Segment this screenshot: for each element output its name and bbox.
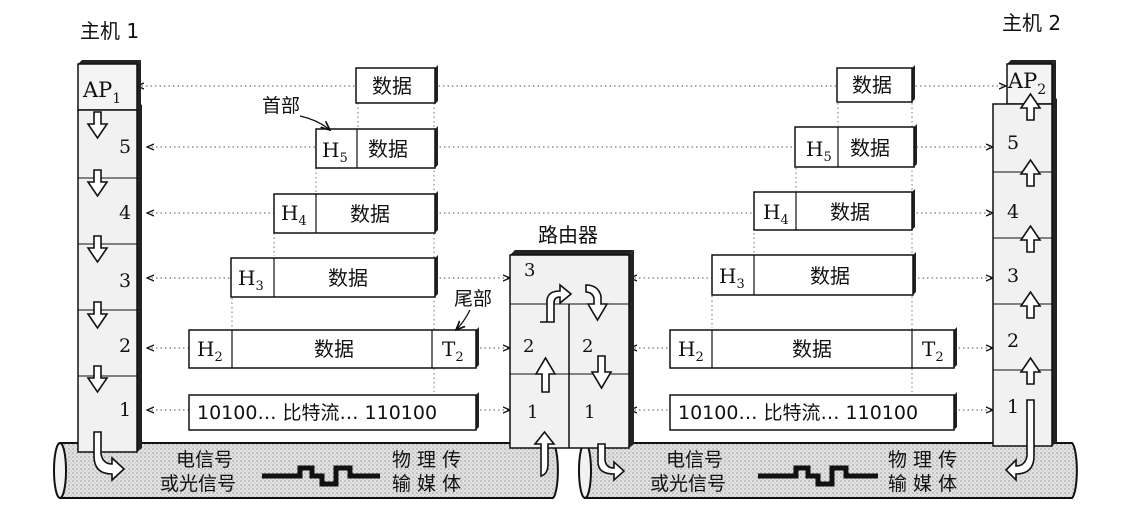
pdu-right-layer2 xyxy=(669,327,957,369)
pdu-left-layer5 xyxy=(315,126,438,169)
signal-label-right-line2: 或光信号 xyxy=(650,473,726,495)
router-label: 路由器 xyxy=(538,223,598,247)
pdu-left-layer3 xyxy=(230,255,438,298)
router-layer-1-left: 1 xyxy=(527,402,538,423)
pdu-left-ap-data-label: 数据 xyxy=(372,74,412,98)
pdu-right-h3-data: 数据 xyxy=(810,264,850,288)
pdu-left-h5-data: 数据 xyxy=(368,137,408,161)
router-layer-2-right: 2 xyxy=(582,336,593,357)
router-layer-1-right: 1 xyxy=(584,402,595,423)
signal-label-left-line1: 电信号 xyxy=(176,449,233,471)
host1-layer-1: 1 xyxy=(119,399,131,421)
signal-label-left-line2: 或光信号 xyxy=(160,473,236,495)
router-box xyxy=(509,250,634,449)
guide-lines xyxy=(231,103,913,392)
host1-app-label: AP1 xyxy=(82,78,121,107)
pdu-right-h2-data: 数据 xyxy=(792,337,832,361)
pdu-left-bitstream: 10100… 比特流… 110100 xyxy=(197,402,437,424)
pdu-left-layer5-data xyxy=(355,65,438,104)
signal-waveform-right xyxy=(758,465,878,487)
pdu-left-h4: H4 xyxy=(281,201,307,229)
router-layer-2-left: 2 xyxy=(523,336,534,357)
host1-down-arrows xyxy=(86,111,126,482)
host2-layer-2: 2 xyxy=(1007,330,1019,352)
pdu-right-t2: T2 xyxy=(922,337,944,365)
host2-label: 主机 2 xyxy=(1002,11,1061,35)
pdu-left-h3: H3 xyxy=(238,266,264,294)
pdu-right-h4-data: 数据 xyxy=(830,200,870,224)
pdu-left-h2: H2 xyxy=(197,337,223,365)
host2-layer-5: 5 xyxy=(1007,132,1019,154)
pdu-left-layer4 xyxy=(273,191,438,234)
host1-layer-5: 5 xyxy=(119,136,131,158)
pdu-left-h5: H5 xyxy=(322,138,348,166)
trailer-annotation: 尾部 xyxy=(454,288,492,310)
host2-stack xyxy=(992,60,1057,447)
signal-waveform-left xyxy=(262,465,380,487)
signal-label-right-line1: 电信号 xyxy=(666,449,723,471)
pdu-right-layer5 xyxy=(794,124,917,168)
pdu-left-h2-data: 数据 xyxy=(314,337,354,361)
pdu-right-bitstream: 10100… 比特流… 110100 xyxy=(678,402,918,424)
router-layer-3: 3 xyxy=(524,260,535,281)
pdu-right-layer3 xyxy=(711,252,916,296)
pdu-left-layer2 xyxy=(188,327,479,369)
host1-layer-4: 4 xyxy=(119,202,131,224)
pdu-right-h2: H2 xyxy=(678,337,704,365)
pdu-left-h4-data: 数据 xyxy=(350,202,390,226)
pdu-right-h5: H5 xyxy=(806,137,832,165)
host2-up-arrows xyxy=(1004,92,1042,482)
host2-app-label: AP2 xyxy=(1007,69,1046,98)
host1-layer-3: 3 xyxy=(119,270,131,292)
router-arrows xyxy=(533,283,626,482)
pdu-right-h4: H4 xyxy=(763,200,789,228)
medium-label-right-line1: 物 理 传 xyxy=(888,449,957,471)
medium-label-left-line1: 物 理 传 xyxy=(392,449,461,471)
pdu-left-h3-data: 数据 xyxy=(328,266,368,290)
pdu-left-layer1 xyxy=(188,392,479,431)
medium-label-left-line2: 输 媒 体 xyxy=(392,473,461,495)
host1-label: 主机 1 xyxy=(80,19,139,43)
host1-stack xyxy=(77,60,142,453)
pdu-right-layer5-data xyxy=(836,65,915,103)
header-annotation-leader xyxy=(299,115,330,130)
pdu-left-t2: T2 xyxy=(442,337,464,365)
medium-label-right-line2: 输 媒 体 xyxy=(888,473,957,495)
pdu-right-h3: H3 xyxy=(719,264,745,292)
pdu-right-h5-data: 数据 xyxy=(850,136,890,160)
header-annotation: 首部 xyxy=(262,95,300,117)
trailer-annotation-leader xyxy=(456,309,471,330)
host2-layer-3: 3 xyxy=(1007,265,1019,287)
pdu-right-ap-data-label: 数据 xyxy=(852,73,892,97)
host2-layer-4: 4 xyxy=(1007,201,1019,223)
pdu-right-layer4 xyxy=(753,189,915,231)
pdu-right-layer1 xyxy=(669,392,957,431)
host1-layer-2: 2 xyxy=(119,335,131,357)
host2-layer-1: 1 xyxy=(1007,396,1019,418)
